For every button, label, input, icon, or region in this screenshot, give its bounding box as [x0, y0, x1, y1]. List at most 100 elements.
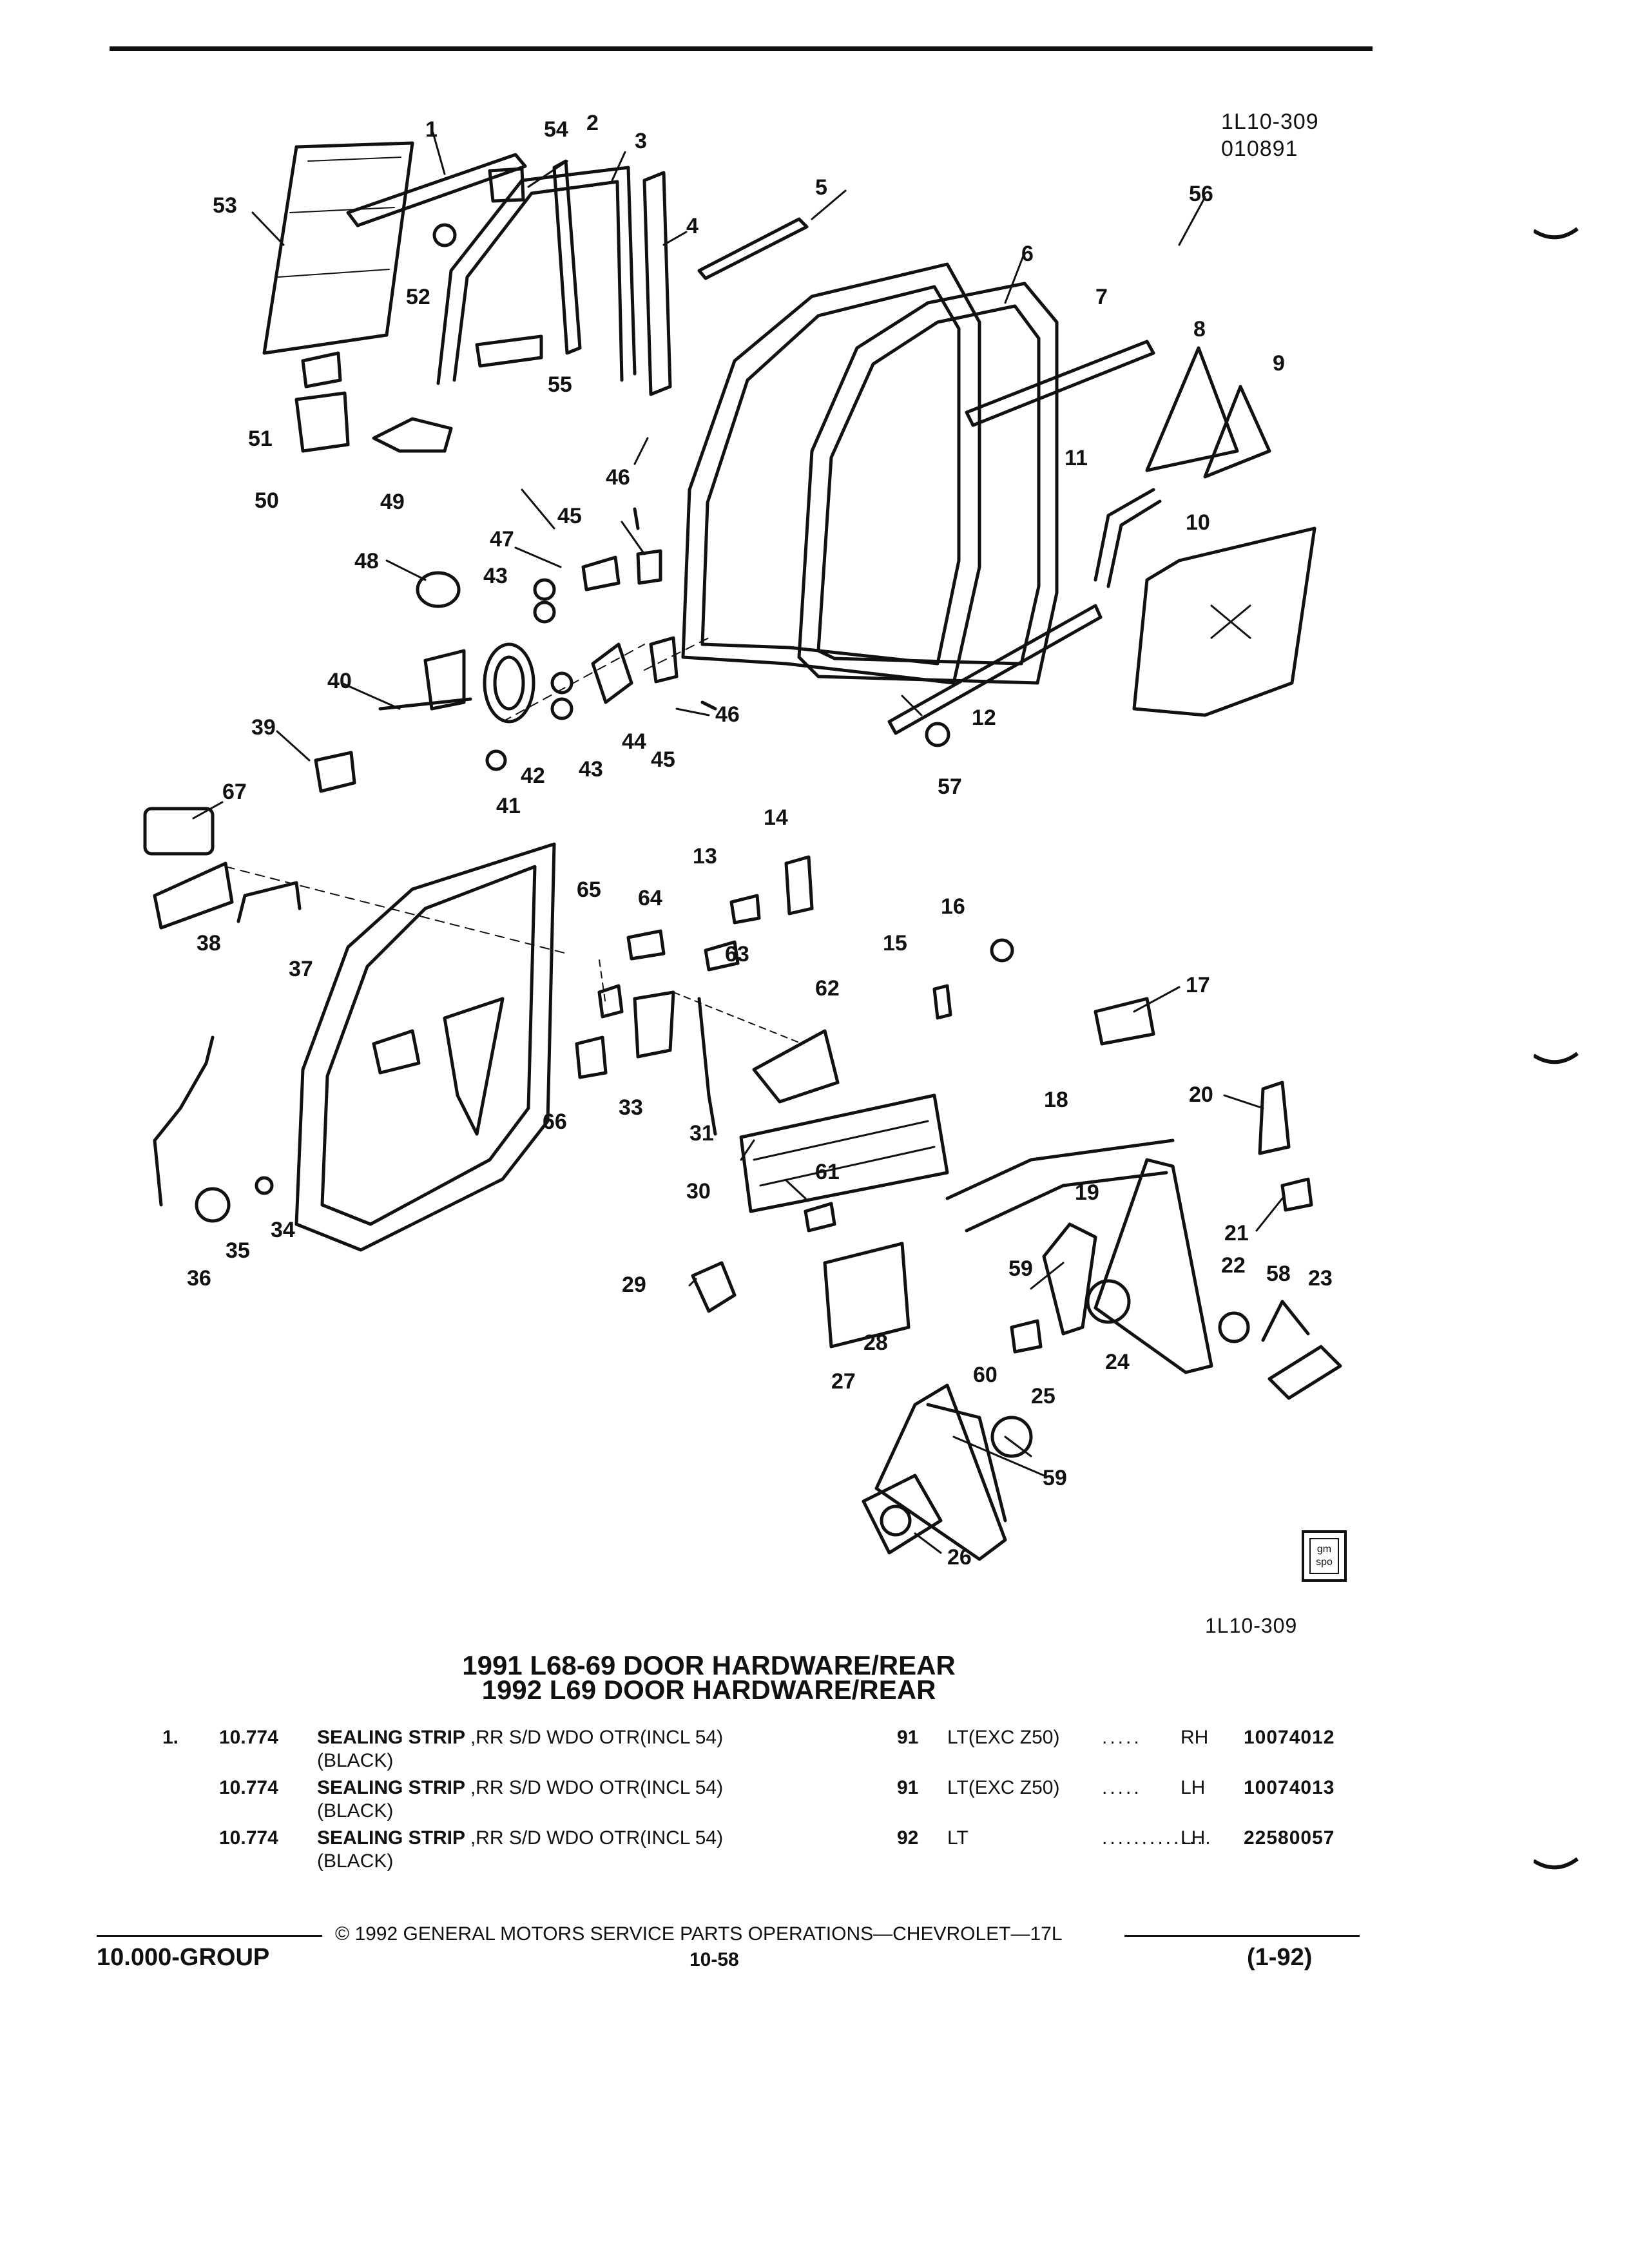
callout: 53 [213, 193, 237, 218]
model-year: 92 [897, 1827, 919, 1849]
callout: 44 [622, 729, 646, 754]
callout: 65 [577, 878, 601, 902]
callout: 25 [1031, 1384, 1055, 1408]
rear-door-shell [294, 842, 556, 1252]
callout: 43 [579, 757, 603, 782]
callout: 5 [815, 175, 827, 200]
top-rule [110, 46, 1373, 51]
usage: LT(EXC Z50) [947, 1727, 1060, 1748]
side: RH [1181, 1727, 1209, 1748]
part-subnote: (BLACK) [317, 1800, 394, 1821]
callout: 4 [686, 214, 699, 238]
callout: 45 [651, 747, 675, 772]
callout: 27 [831, 1369, 856, 1394]
section-title-1992: 1992 L69 DOOR HARDWARE/REAR [481, 1675, 936, 1705]
callout: 66 [543, 1110, 567, 1134]
part-description: ,RR S/D WDO OTR(INCL 54) [470, 1727, 724, 1748]
part-number: 22580057 [1244, 1827, 1335, 1849]
group-number: 10.774 [219, 1727, 278, 1748]
usage: LT(EXC Z50) [947, 1777, 1060, 1798]
callout: 59 [1008, 1256, 1033, 1281]
callout: 60 [973, 1363, 998, 1387]
callout: 29 [622, 1273, 646, 1297]
door-glass [262, 141, 414, 355]
usage: LT [947, 1827, 969, 1849]
part-subnote: (BLACK) [317, 1750, 394, 1771]
callout: 41 [496, 794, 521, 818]
page-number: 10-58 [689, 1949, 739, 1970]
callout: 18 [1044, 1088, 1068, 1112]
callout: 21 [1224, 1221, 1249, 1245]
callout: 26 [947, 1545, 972, 1570]
callout: 3 [635, 129, 647, 153]
callout-labels: 1 54 2 3 53 4 5 56 52 6 7 8 9 55 51 50 4… [187, 111, 1333, 1570]
leader-dots: .............. [1102, 1827, 1213, 1849]
model-year: 91 [897, 1727, 919, 1748]
callout: 46 [715, 702, 740, 727]
callout: 54 [544, 117, 568, 142]
group-number: 10.774 [219, 1777, 278, 1798]
callout: 35 [226, 1238, 250, 1263]
callout: 10 [1186, 510, 1210, 535]
callout: 47 [490, 527, 514, 552]
footer-rule-left [97, 1935, 322, 1937]
figure-date: 010891 [1221, 137, 1298, 161]
logo-text: gm spo [1309, 1538, 1339, 1574]
callout: 64 [638, 886, 662, 910]
callout: 19 [1075, 1180, 1099, 1205]
callout: 24 [1105, 1350, 1130, 1374]
callout: 31 [689, 1121, 714, 1146]
callout: 59 [1043, 1466, 1067, 1490]
callout: 52 [406, 285, 430, 309]
part-number: 10074012 [1244, 1727, 1335, 1748]
callout: 30 [686, 1179, 711, 1204]
callout: 42 [521, 764, 545, 788]
callout: 45 [557, 504, 582, 528]
callout: 67 [222, 780, 247, 804]
callout: 7 [1095, 285, 1108, 309]
callout: 12 [972, 706, 996, 730]
gm-spo-logo: gm spo [1302, 1530, 1347, 1582]
callout: 39 [251, 715, 276, 740]
rear-door-frame [681, 262, 981, 685]
section-title-1991: 1991 L68-69 DOOR HARDWARE/REAR [462, 1650, 956, 1680]
callout: 15 [883, 931, 907, 956]
callout: 2 [586, 111, 599, 135]
callout: 49 [380, 490, 405, 514]
callout: 22 [1221, 1253, 1246, 1278]
callout: 34 [271, 1218, 295, 1242]
part-name: SEALING STRIP ,RR S/D WDO OTR(INCL 54) [317, 1827, 724, 1849]
group-number: 10.774 [219, 1827, 278, 1849]
callout: 6 [1021, 242, 1034, 266]
callout: 17 [1186, 973, 1210, 997]
callout: 56 [1189, 182, 1213, 206]
revision-date: (1-92) [1247, 1944, 1313, 1971]
callout: 61 [815, 1160, 840, 1184]
sealing-strip [346, 153, 527, 227]
callout: 9 [1273, 351, 1285, 376]
part-name: SEALING STRIP ,RR S/D WDO OTR(INCL 54) [317, 1727, 724, 1748]
callout: 46 [606, 465, 630, 490]
scan-mark [1534, 1857, 1579, 1870]
part-description: ,RR S/D WDO OTR(INCL 54) [470, 1827, 724, 1849]
callout: 55 [548, 372, 572, 397]
water-deflector [1132, 526, 1316, 717]
callout: 11 [1065, 446, 1088, 470]
item-index: 1. [162, 1727, 179, 1748]
model-year: 91 [897, 1777, 919, 1798]
parts-row: 10.774 SEALING STRIP ,RR S/D WDO OTR(INC… [148, 1777, 1373, 1827]
callout: 63 [725, 942, 749, 966]
callout: 14 [764, 805, 788, 830]
callout: 8 [1193, 317, 1206, 341]
callout: 28 [863, 1331, 888, 1355]
scan-mark [1534, 227, 1579, 240]
callout: 40 [327, 669, 352, 693]
callout: 23 [1308, 1266, 1333, 1291]
copyright-notice: © 1992 GENERAL MOTORS SERVICE PARTS OPER… [335, 1923, 1063, 1945]
callout: 37 [289, 957, 313, 981]
parts-row: 1. 10.774 SEALING STRIP ,RR S/D WDO OTR(… [148, 1727, 1373, 1777]
callout: 38 [197, 931, 221, 956]
part-name: SEALING STRIP ,RR S/D WDO OTR(INCL 54) [317, 1777, 724, 1798]
parts-row: 10.774 SEALING STRIP ,RR S/D WDO OTR(INC… [148, 1827, 1373, 1878]
side: LH [1181, 1827, 1206, 1849]
